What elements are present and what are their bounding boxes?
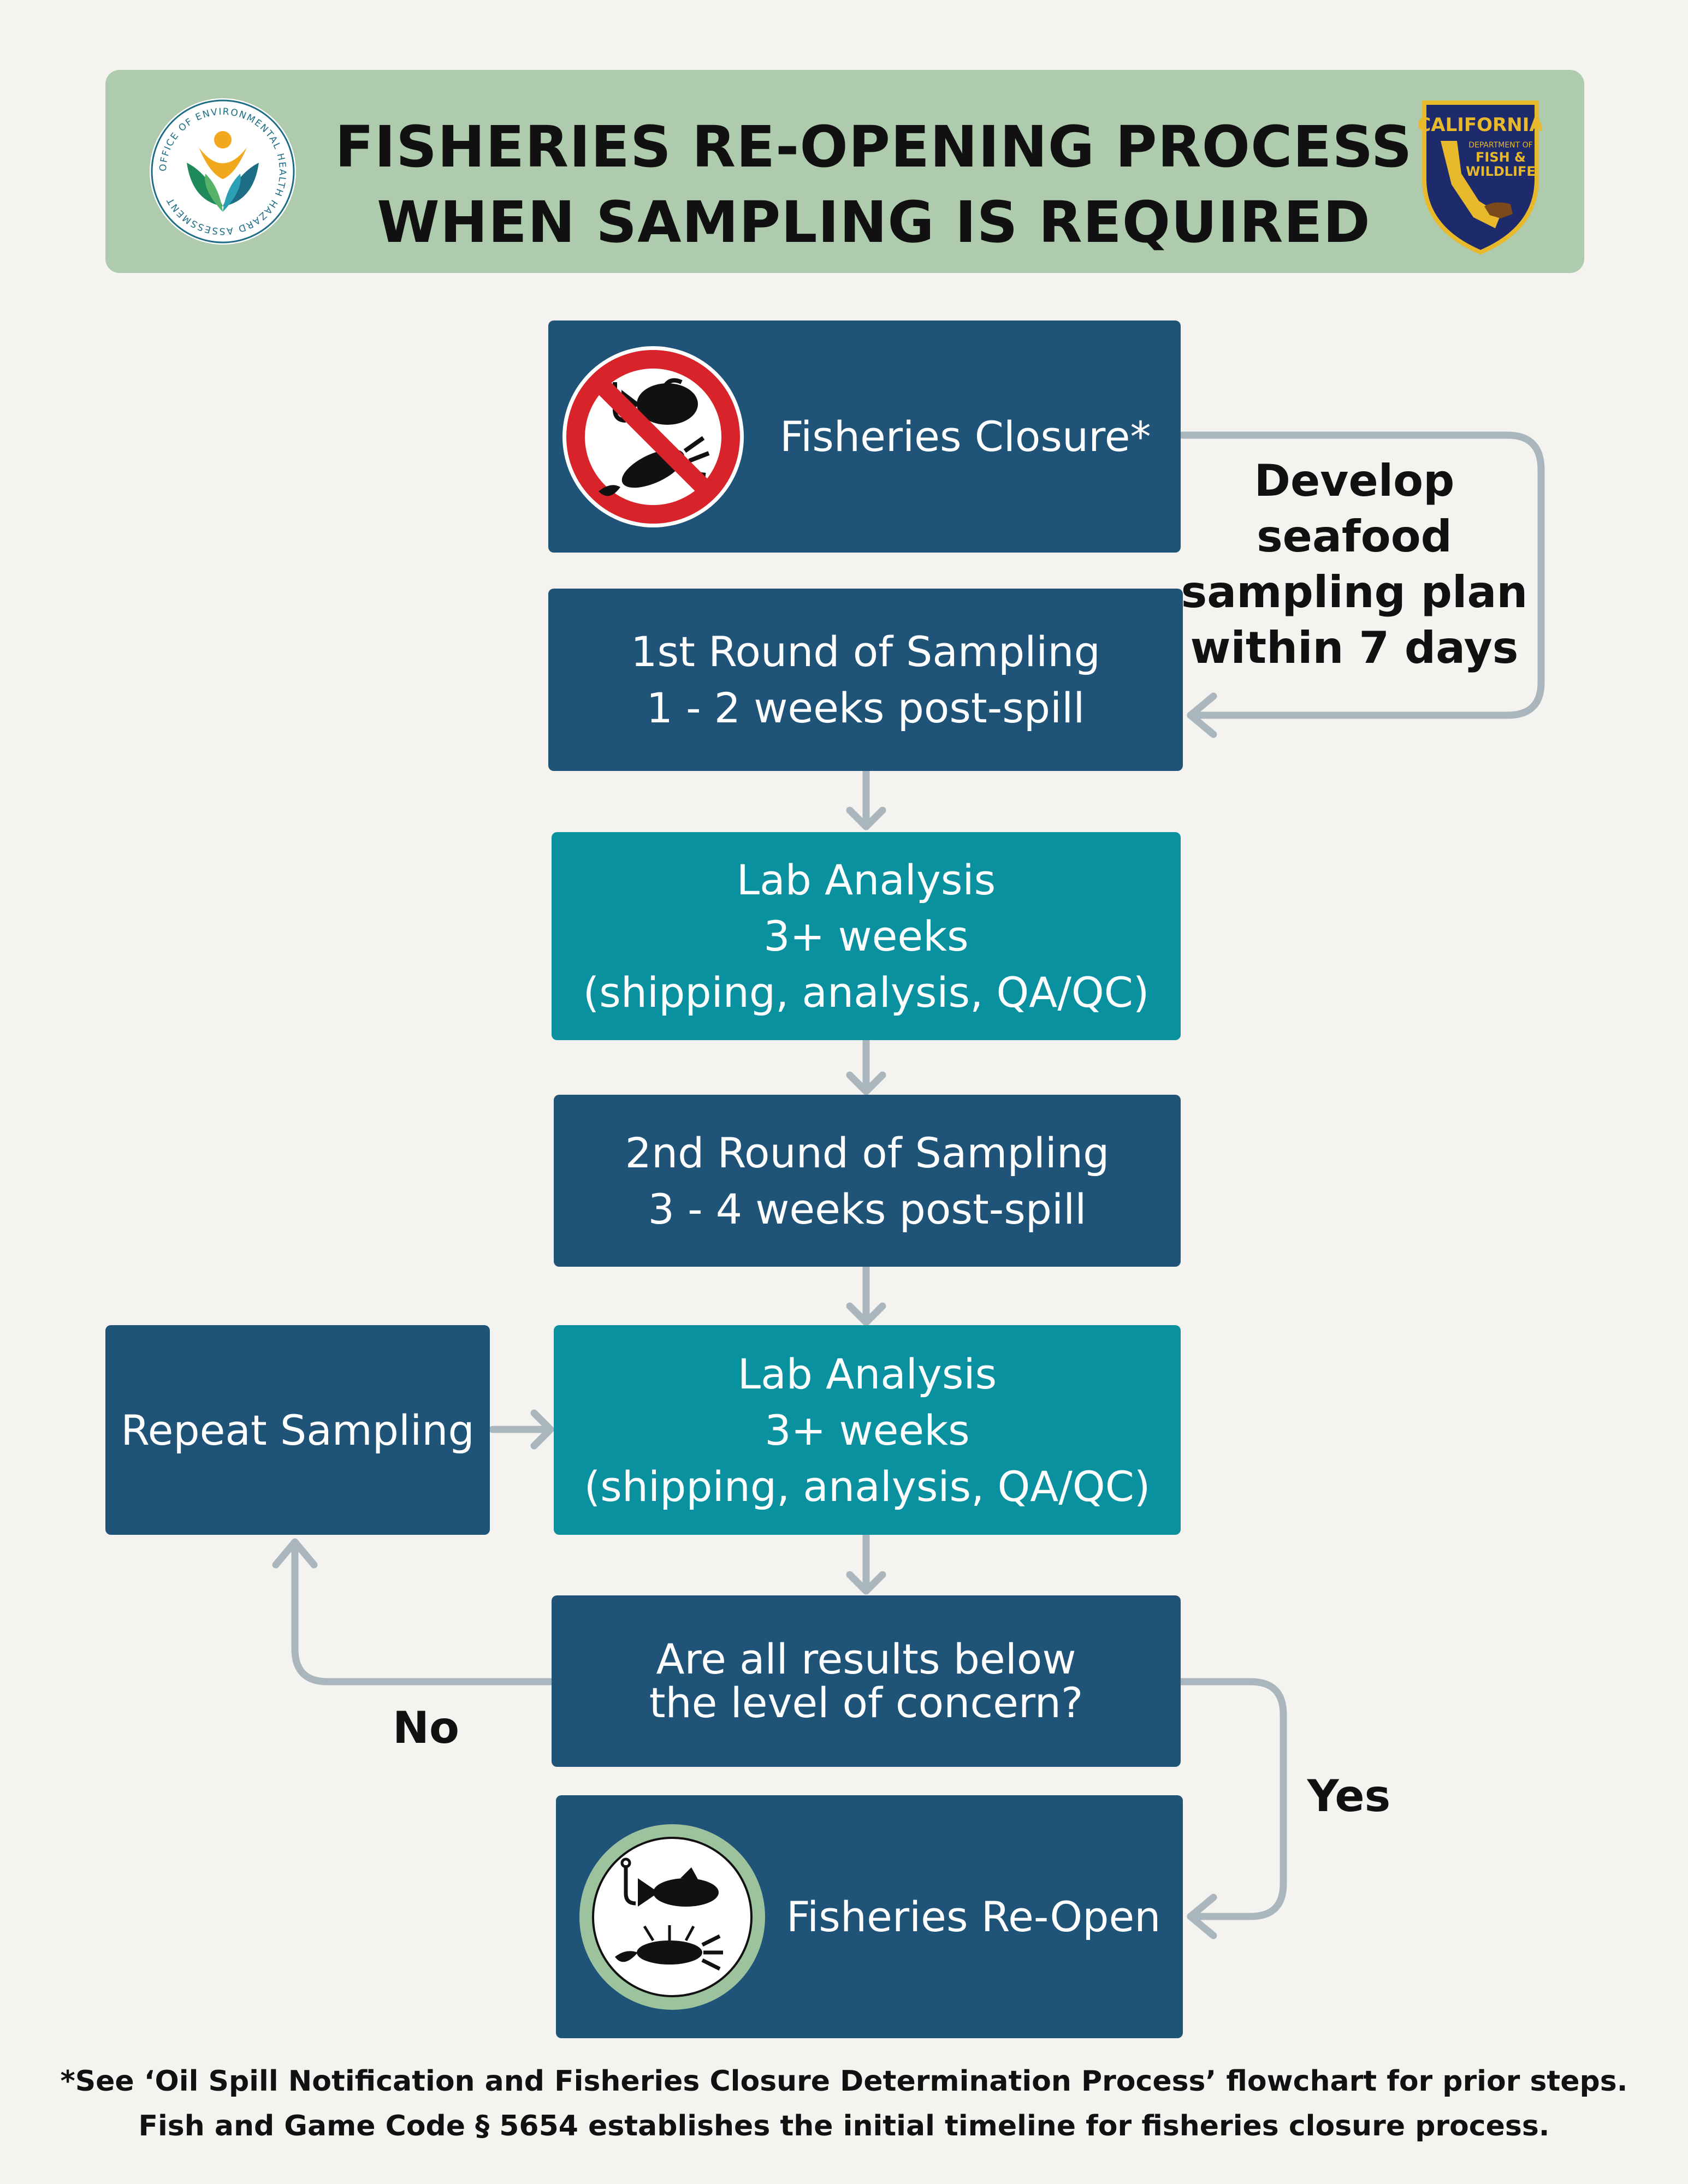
title-line-2: WHEN SAMPLING IS REQUIRED: [377, 189, 1371, 256]
arrowhead-reopen: [1187, 1894, 1217, 1939]
header-banner: [105, 70, 1584, 273]
cdfw-badge-wildlife: WILDLIFE: [1466, 164, 1536, 179]
annotation-develop-plan: Develop seafood sampling plan within 7 d…: [1181, 455, 1528, 673]
arrowhead-lab2: [846, 1302, 886, 1326]
connector-develop-loop: [1177, 431, 1545, 719]
footer-note-1: *See ‘Oil Spill Notification and Fisheri…: [60, 2065, 1628, 2098]
cdfw-badge-fish: FISH &: [1476, 150, 1526, 165]
step-repeat-sampling: Repeat Sampling: [105, 1325, 490, 1535]
step-decision-label: Are all results below the level of conce…: [649, 1635, 1083, 1727]
step-fisheries-reopen: Fisheries Re-Open: [556, 1795, 1183, 2038]
step-fisheries-closure: Fisheries Closure*: [548, 321, 1181, 553]
step-repeat-sampling-label: Repeat Sampling: [121, 1405, 475, 1455]
step-round2-sampling: 2nd Round of Sampling 3 - 4 weeks post-s…: [554, 1095, 1181, 1267]
page-title: FISHERIES RE-OPENING PROCESS WHEN SAMPLI…: [295, 109, 1453, 260]
step-lab-analysis-2: Lab Analysis 3+ weeks (shipping, analysi…: [554, 1325, 1181, 1535]
oehha-logo-icon: OFFICE OF ENVIRONMENTAL HEALTH HAZARD AS…: [150, 98, 296, 245]
label-no: No: [393, 1702, 459, 1753]
label-yes: Yes: [1307, 1771, 1391, 1821]
arrowhead-lab1: [846, 806, 886, 830]
connector-no-loop: [291, 1539, 554, 1686]
step-fisheries-reopen-label: Fisheries Re-Open: [786, 1892, 1161, 1941]
step-lab-analysis-1: Lab Analysis 3+ weeks (shipping, analysi…: [552, 832, 1181, 1040]
no-fishing-icon: [562, 346, 744, 527]
step-round2-sampling-label: 2nd Round of Sampling 3 - 4 weeks post-s…: [625, 1128, 1110, 1233]
footer-note-2: Fish and Game Code § 5654 establishes th…: [138, 2110, 1550, 2143]
connector-yes-loop: [1177, 1678, 1287, 1920]
arrowhead-round1: [1187, 692, 1217, 738]
fishing-open-icon: [579, 1824, 765, 2010]
step-round1-sampling: 1st Round of Sampling 1 - 2 weeks post-s…: [548, 589, 1183, 771]
step-decision: Are all results below the level of conce…: [552, 1595, 1181, 1767]
step-lab-analysis-1-label: Lab Analysis 3+ weeks (shipping, analysi…: [583, 856, 1150, 1017]
arrowhead-lab2-left: [530, 1409, 554, 1450]
step-round1-sampling-label: 1st Round of Sampling 1 - 2 weeks post-s…: [631, 627, 1100, 732]
cdfw-badge-title: CALIFORNIA: [1419, 114, 1542, 136]
arrowhead-decision: [846, 1571, 886, 1595]
arrowhead-repeat: [272, 1538, 318, 1569]
step-fisheries-closure-label: Fisheries Closure*: [780, 412, 1151, 461]
cdfw-badge-dept: DEPARTMENT OF: [1468, 141, 1532, 150]
step-lab-analysis-2-label: Lab Analysis 3+ weeks (shipping, analysi…: [584, 1349, 1151, 1511]
title-line-1: FISHERIES RE-OPENING PROCESS: [335, 114, 1413, 180]
cdfw-badge-icon: CALIFORNIA DEPARTMENT OF FISH & WILDLIFE: [1419, 100, 1542, 255]
arrowhead-round2: [846, 1071, 886, 1095]
